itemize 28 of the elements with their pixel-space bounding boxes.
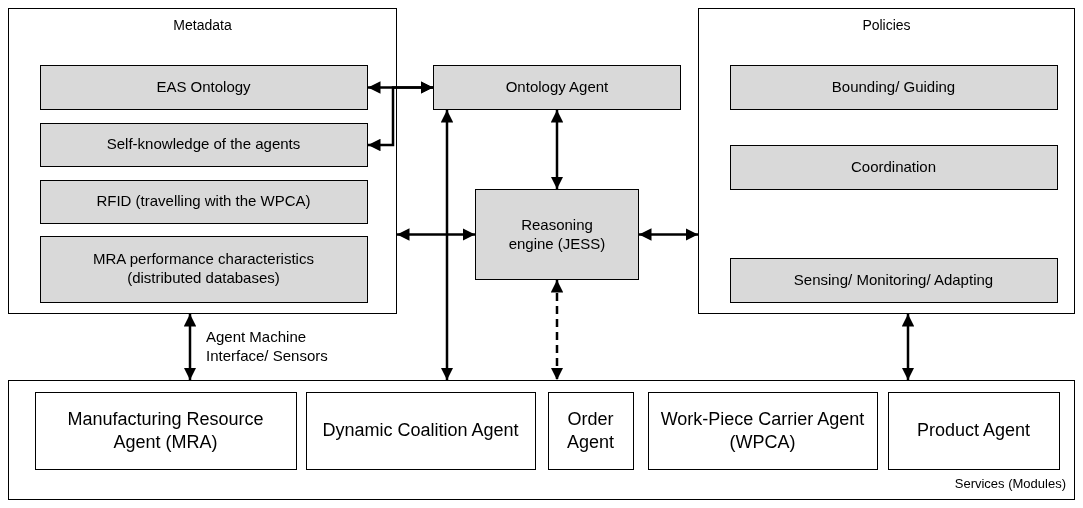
arrow: [183, 314, 197, 380]
arrow: [550, 110, 564, 189]
process-box: Self-knowledge of the agents: [39, 122, 368, 167]
agent-box: Work-Piece Carrier Agent (WPCA): [647, 391, 878, 470]
process-box: Ontology Agent: [433, 65, 681, 110]
process-box: Bounding/ Guiding: [729, 64, 1058, 110]
agent-box: Manufacturing Resource Agent (MRA): [34, 391, 297, 470]
arrow: [368, 81, 433, 152]
process-box: Coordination: [729, 144, 1058, 190]
arrow: [397, 228, 475, 241]
group-frame: [698, 8, 1075, 314]
group-frame: [8, 380, 1075, 500]
process-box: Reasoning engine (JESS): [475, 189, 639, 280]
arrow: [440, 110, 454, 380]
arrow: [901, 314, 915, 380]
arrow: [550, 280, 564, 380]
group-frame: [8, 8, 397, 314]
arrow: [639, 228, 698, 241]
process-box: Sensing/ Monitoring/ Adapting: [729, 257, 1058, 303]
process-box: RFID (travelling with the WPCA): [39, 179, 368, 224]
process-box: EAS Ontology: [39, 64, 368, 110]
process-box: MRA performance characteristics (distributed databases): [39, 235, 368, 303]
agent-box: Dynamic Coalition Agent: [305, 391, 536, 470]
group-heading: Policies: [862, 17, 911, 33]
agent-box: Product Agent: [887, 391, 1060, 470]
group-heading: Metadata: [173, 17, 232, 33]
group-heading: Services (Modules): [954, 476, 1066, 491]
agent-box: Order Agent: [547, 391, 634, 470]
